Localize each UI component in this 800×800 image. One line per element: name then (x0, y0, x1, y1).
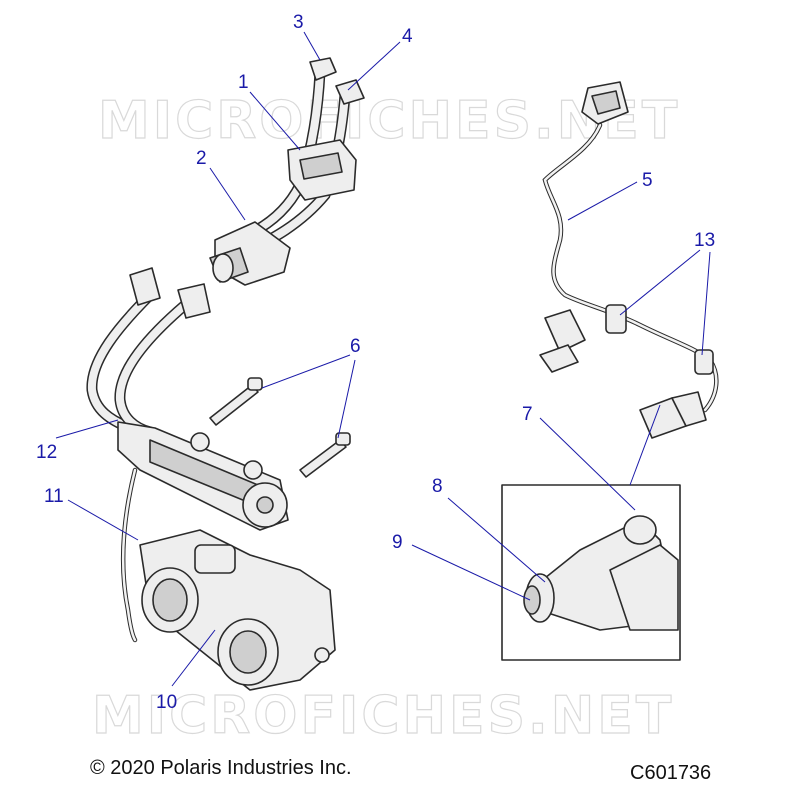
callout-9: 9 (392, 532, 403, 553)
leader-13b (701, 251, 711, 356)
callout-10: 10 (156, 692, 177, 713)
leader-9 (411, 544, 531, 601)
throttle-body-assembly (120, 467, 336, 691)
watermark-top: MICROFICHES.NET (98, 91, 680, 151)
callout-6: 6 (350, 336, 361, 357)
watermark-bottom: MICROFICHES.NET (92, 686, 674, 746)
leader-12 (55, 419, 119, 439)
injector-detail-inset (501, 484, 681, 661)
leader-13a (619, 249, 701, 316)
leader-8 (447, 497, 546, 583)
callout-labels: 1 2 3 4 5 6 7 8 9 10 11 12 13 (36, 12, 715, 713)
leader-6b (337, 359, 356, 439)
copyright-text: © 2020 Polaris Industries Inc. (90, 757, 352, 779)
callout-4: 4 (402, 26, 413, 47)
leader-11 (67, 499, 139, 541)
callout-1: 1 (238, 72, 249, 93)
callout-12: 12 (36, 442, 57, 463)
leader-10 (171, 629, 216, 687)
leader-7-inset (629, 404, 661, 486)
leader-2 (209, 167, 246, 221)
callout-2: 2 (196, 148, 207, 169)
callout-11: 11 (44, 486, 64, 507)
fuel-hose-assembly (209, 57, 365, 286)
callout-5: 5 (642, 170, 653, 191)
leader-3 (303, 31, 321, 61)
callout-13: 13 (694, 230, 715, 251)
diagram-code: C601736 (630, 762, 712, 784)
callout-3: 3 (293, 12, 304, 33)
fuel-rail-assembly (86, 267, 351, 531)
leader-5 (567, 181, 638, 221)
leader-7 (539, 417, 636, 511)
leader-1 (249, 91, 301, 151)
leader-6a (261, 354, 351, 389)
callout-7: 7 (522, 404, 533, 425)
callout-8: 8 (432, 476, 443, 497)
leader-lines (55, 31, 711, 687)
leader-4 (347, 41, 401, 91)
